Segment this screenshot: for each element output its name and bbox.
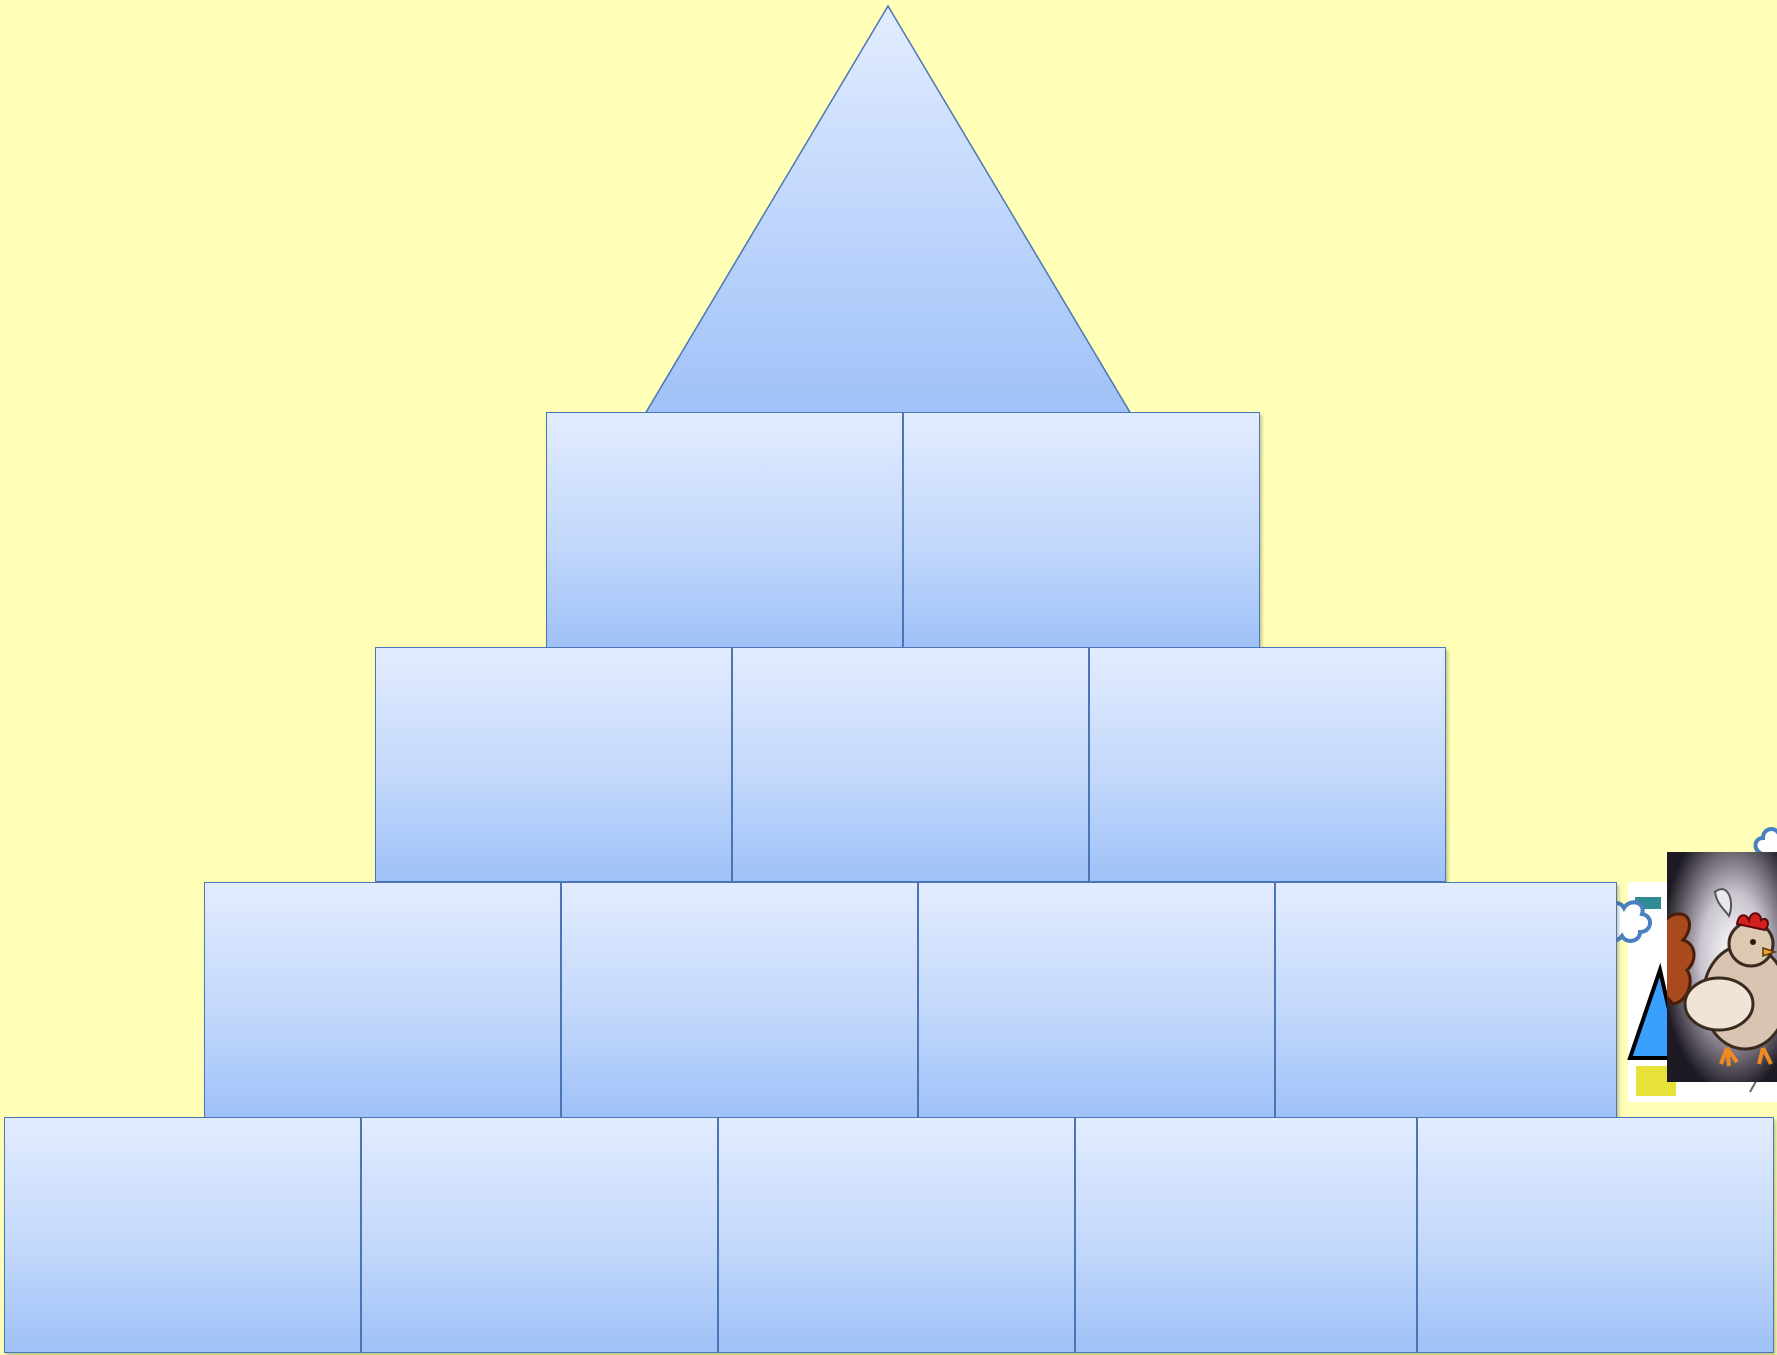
pyramid-apex-triangle[interactable]	[0, 0, 1777, 420]
pyramid-brick-row3-3[interactable]	[918, 882, 1275, 1118]
pyramid-brick-row3-2[interactable]	[561, 882, 918, 1118]
pyramid-brick-row4-3[interactable]	[718, 1117, 1075, 1353]
pyramid-brick-row1-1[interactable]	[546, 412, 903, 648]
pyramid-brick-row4-5[interactable]	[1417, 1117, 1774, 1353]
pyramid-brick-row4-1[interactable]	[4, 1117, 361, 1353]
rooster-hen-cartoon-image[interactable]	[1667, 852, 1777, 1082]
pyramid-brick-row1-2[interactable]	[903, 412, 1260, 648]
pyramid-brick-row4-4[interactable]	[1075, 1117, 1417, 1353]
pyramid-brick-row3-4[interactable]	[1275, 882, 1617, 1118]
pyramid-brick-row2-1[interactable]	[375, 647, 732, 882]
pyramid-brick-row4-2[interactable]	[361, 1117, 718, 1353]
pyramid-brick-row3-1[interactable]	[204, 882, 561, 1118]
pyramid-brick-row2-2[interactable]	[732, 647, 1089, 882]
pyramid-brick-row2-3[interactable]	[1089, 647, 1446, 882]
sticker-cluster	[1590, 820, 1777, 1110]
